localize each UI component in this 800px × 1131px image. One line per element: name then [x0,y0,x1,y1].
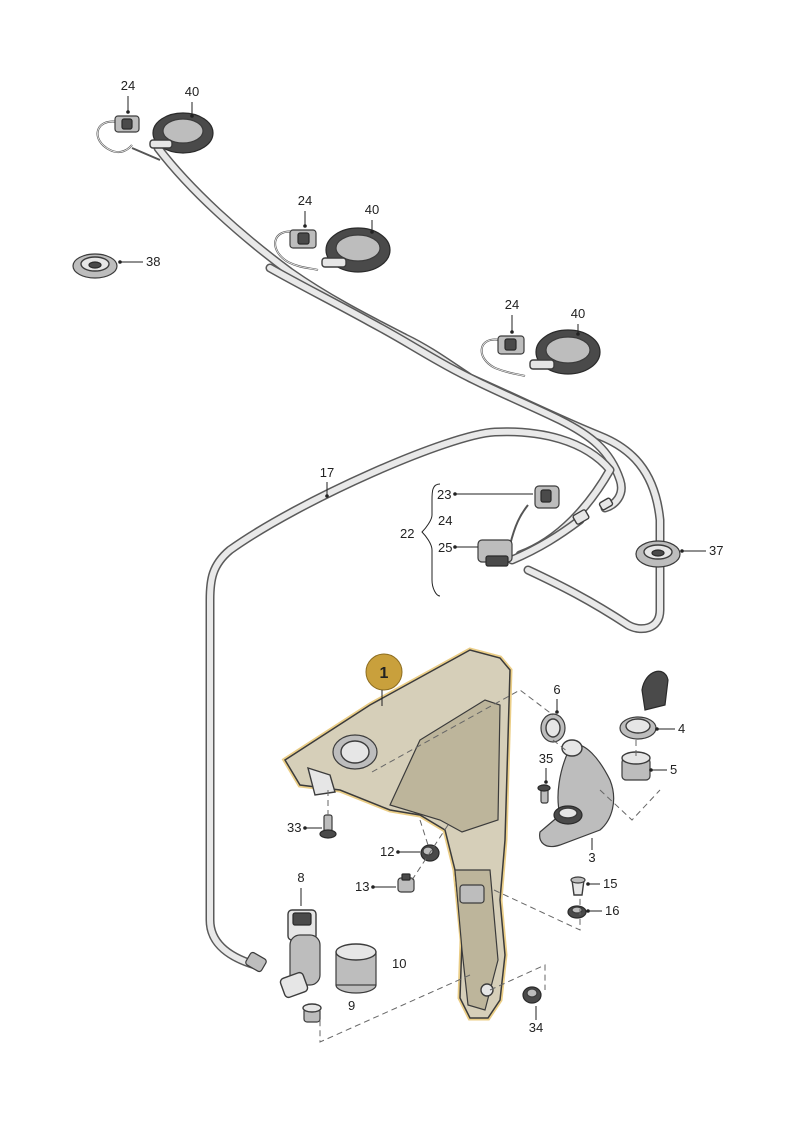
label-38: 38 [146,254,160,269]
label-24-d: 24 [438,513,452,528]
callouts: 24 40 24 40 24 40 38 17 23 22 24 25 37 [118,78,723,1035]
clip-15 [570,876,586,896]
label-40-c: 40 [571,306,585,321]
nut-34 [522,986,542,1004]
screw-33 [319,814,337,839]
label-4: 4 [678,721,685,736]
label-6: 6 [553,682,560,697]
sensor-13 [397,873,415,893]
label-23: 23 [437,487,451,502]
label-34: 34 [529,1020,543,1035]
label-3: 3 [588,850,595,865]
hose-17 [205,427,615,970]
hose-end-connector [245,951,267,973]
label-16: 16 [605,903,619,918]
washer-tank [281,647,513,1021]
seal-10 [335,943,377,994]
screw-35 [537,784,551,804]
bracket-22 [421,483,441,597]
label-24-b: 24 [298,193,312,208]
label-25: 25 [438,540,452,555]
label-12: 12 [380,844,394,859]
grommet-37 [635,540,681,568]
label-15: 15 [603,876,617,891]
assembly-lines [319,689,661,1043]
label-35: 35 [539,751,553,766]
label-24-a: 24 [121,78,135,93]
label-24-c: 24 [505,297,519,312]
label-22: 22 [400,526,414,541]
label-17: 17 [320,465,334,480]
seal-6 [540,713,566,743]
svg-text:1: 1 [380,665,389,682]
label-37: 37 [709,543,723,558]
badge-1: 1 [365,653,403,691]
nut-16 [567,905,587,919]
hose-secondary [265,263,626,513]
label-13: 13 [355,879,369,894]
grommet-38 [72,253,118,279]
nozzle-group-a [96,112,214,161]
pump-8 [279,909,321,999]
hose-main [153,143,665,634]
nozzle-group-c [480,329,601,377]
label-10: 10 [392,956,406,971]
cap-4 [619,670,669,740]
nozzle-group-b [274,227,391,273]
label-9: 9 [348,998,355,1013]
label-5: 5 [670,762,677,777]
label-40-a: 40 [185,84,199,99]
filler-neck-3 [539,739,615,848]
label-33: 33 [287,820,301,835]
group-22-parts [477,485,614,567]
adapter-5 [621,751,651,781]
grommet-9 [302,1003,322,1023]
label-8: 8 [297,870,304,885]
hose-branch-22 [507,515,585,565]
label-40-b: 40 [365,202,379,217]
